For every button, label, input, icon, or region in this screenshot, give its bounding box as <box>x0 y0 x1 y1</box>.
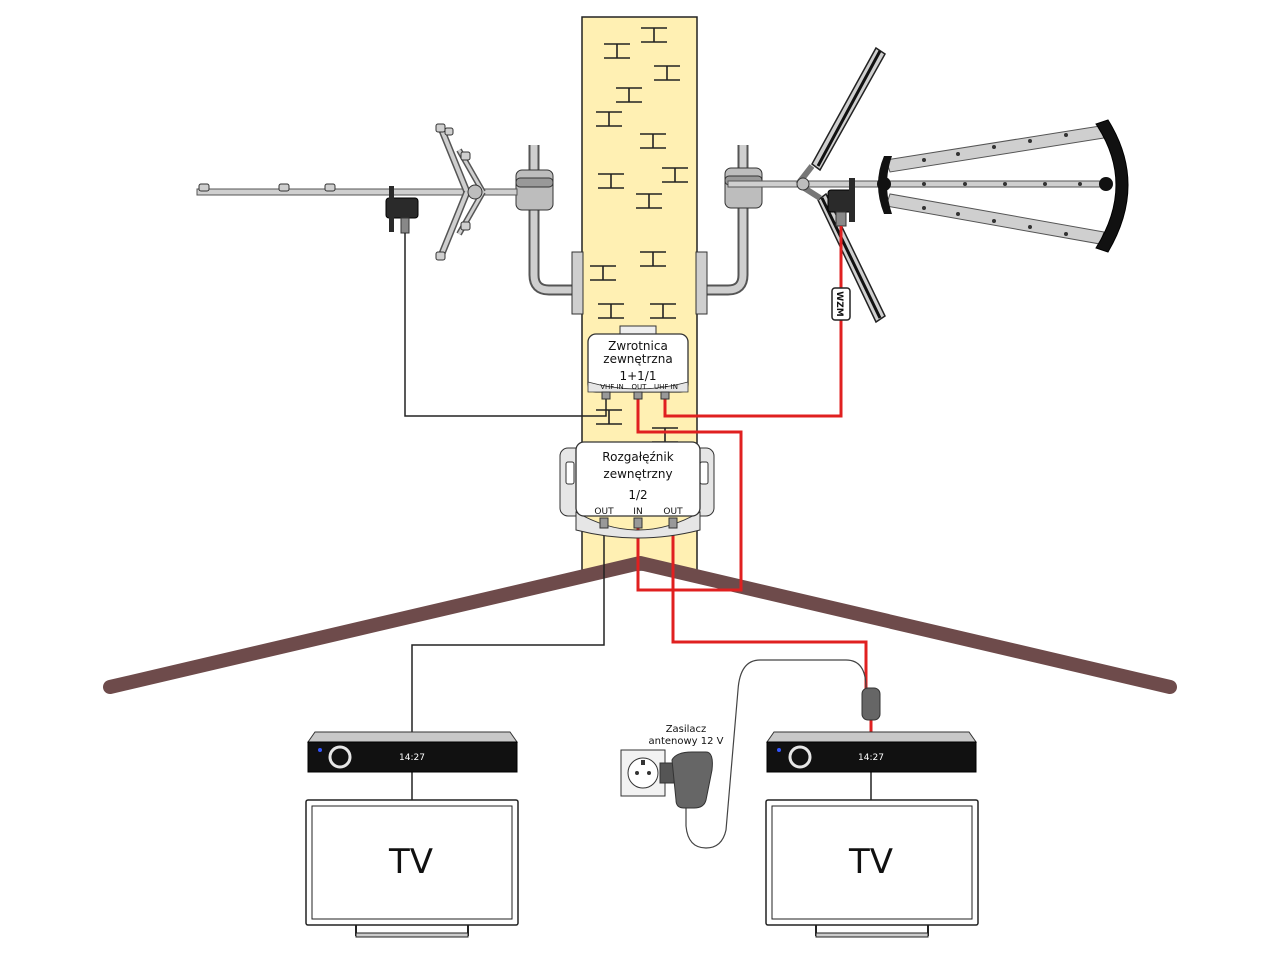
inline-amplifier: WZM <box>831 287 851 321</box>
uhf-antenna <box>727 46 1129 324</box>
power-adapter <box>659 751 713 809</box>
receiver-1-led-icon <box>318 748 322 752</box>
diplexer-port-vhf-in: VHF IN <box>600 383 624 391</box>
receiver-2-led-icon <box>777 748 781 752</box>
receiver-1-clock: 14:27 <box>399 753 425 763</box>
roof <box>103 556 1177 694</box>
diplexer-port-uhf-in: UHF IN <box>654 383 678 391</box>
receiver-2-clock: 14:27 <box>858 753 884 763</box>
left-mast-bracket <box>515 145 584 315</box>
vhf-antenna-socket <box>385 186 419 234</box>
diplexer-to-splitter-cable <box>636 398 743 592</box>
tv-1-label: TV <box>388 842 433 882</box>
tv-1: TV <box>305 799 519 938</box>
diplexer: Zwrotnica zewnętrzna 1+1/1 VHF IN OUT UH… <box>587 325 689 400</box>
passive-cables <box>404 233 872 800</box>
power-supply: Zasilacz antenowy 12 V <box>620 659 881 849</box>
splitter-port-out-left: OUT <box>594 507 614 517</box>
receiver-1: 14:27 <box>307 731 518 773</box>
splitter-title-line1: Rozgałęźnik <box>602 450 673 464</box>
tv1-feed-cable <box>411 530 605 732</box>
splitter-port-out-right: OUT <box>663 507 683 517</box>
vhf-antenna <box>196 123 518 261</box>
splitter-model: 1/2 <box>628 488 647 502</box>
wall-socket <box>620 749 666 797</box>
splitter-title-line2: zewnętrzny <box>603 467 672 481</box>
power-injector <box>861 687 881 721</box>
active-cables <box>636 226 873 732</box>
psu-label-line1: Zasilacz <box>666 724 707 735</box>
brick-pattern <box>590 27 688 443</box>
diplexer-port-out: OUT <box>632 383 648 391</box>
power-cable <box>685 659 867 849</box>
diplexer-model: 1+1/1 <box>619 369 656 383</box>
tv-2-label: TV <box>848 842 893 882</box>
splitter: Rozgałęźnik zewnętrzny 1/2 OUT IN OUT <box>559 441 715 539</box>
splitter-port-in: IN <box>633 507 642 517</box>
receiver-2: 14:27 <box>766 731 977 773</box>
tv2-feed-cable <box>671 528 868 690</box>
psu-label-line2: antenowy 12 V <box>648 736 723 747</box>
right-mast-bracket <box>695 145 763 315</box>
tv-2: TV <box>765 799 979 938</box>
vhf-antenna-cable <box>404 233 607 417</box>
uhf-antenna-socket <box>827 178 855 227</box>
diplexer-title-line2: zewnętrzna <box>603 352 672 366</box>
amplifier-label: WZM <box>834 291 844 316</box>
diplexer-title-line1: Zwrotnica <box>608 339 668 353</box>
